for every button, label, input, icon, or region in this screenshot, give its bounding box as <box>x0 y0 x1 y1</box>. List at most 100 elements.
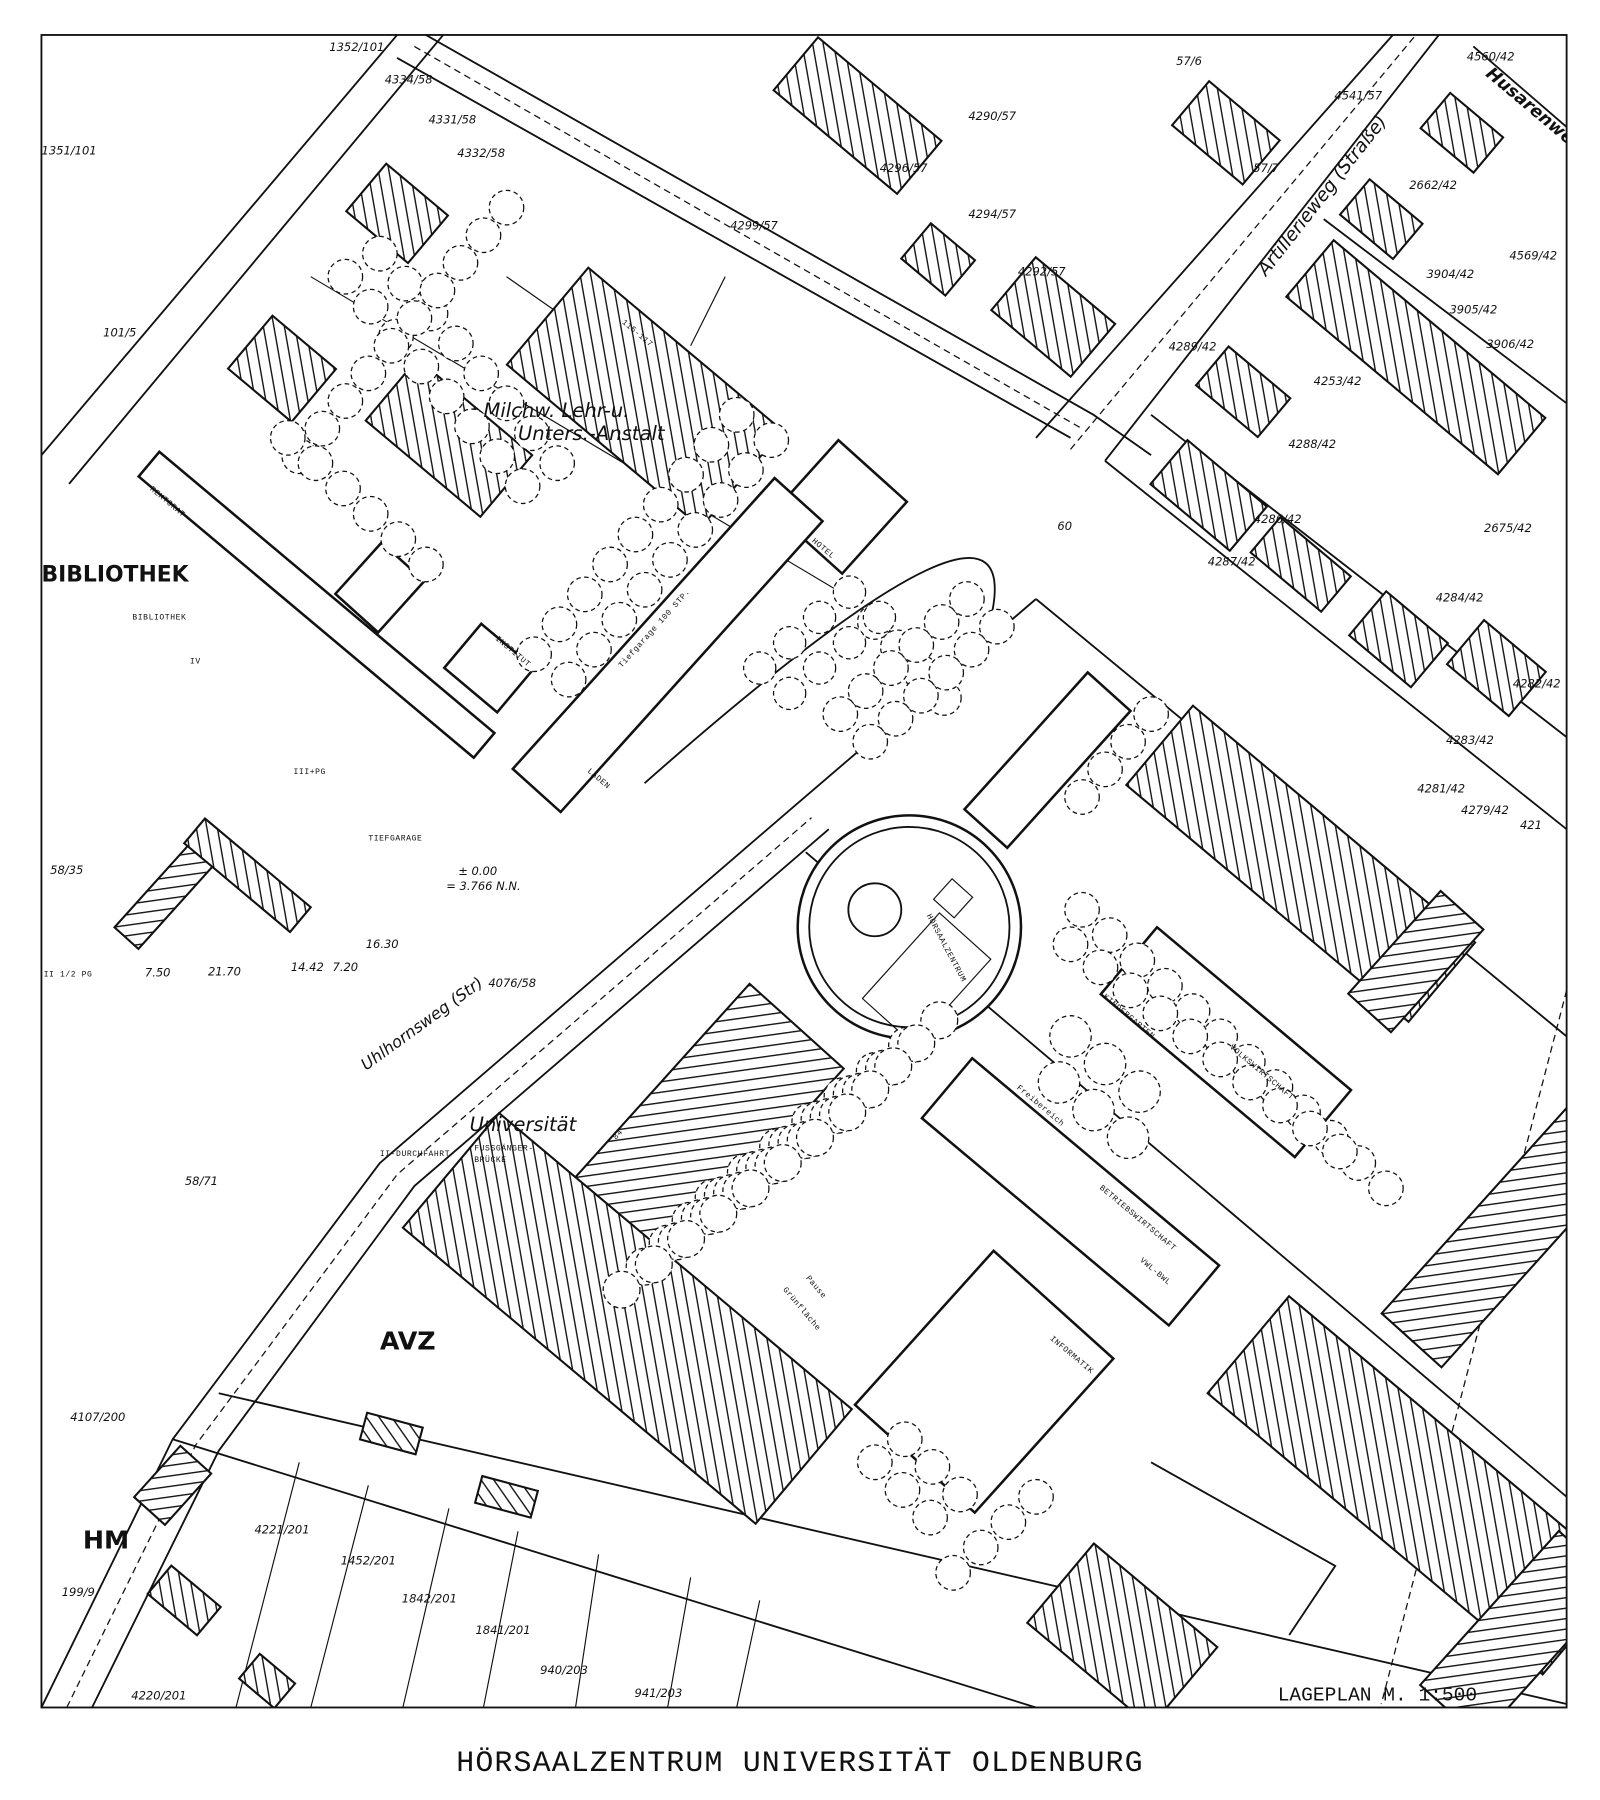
tree <box>727 452 764 488</box>
parcel-number: 4107/200 <box>70 1410 125 1424</box>
label-number-60: 60 <box>1057 519 1072 533</box>
parcel-number: 199/9 <box>62 1585 95 1599</box>
tree <box>541 606 578 643</box>
tree <box>1368 1170 1404 1207</box>
label-bibliothek: BIBLIOTHEK <box>41 563 189 588</box>
tree <box>920 1001 959 1040</box>
tree <box>702 482 739 518</box>
scale-label: LAGEPLAN M. 1:500 <box>1278 1685 1477 1707</box>
tree <box>884 1472 921 1508</box>
tree <box>935 1554 971 1591</box>
tree <box>990 1504 1027 1541</box>
tree <box>753 422 790 459</box>
tree <box>463 355 500 392</box>
parcel-number: 58/71 <box>185 1174 218 1188</box>
parcel-number: 4286/42 <box>1254 512 1302 526</box>
parcel-number: 4331/58 <box>428 113 476 127</box>
parcel-number: 1842/201 <box>402 1592 457 1606</box>
tree <box>928 654 965 691</box>
tree <box>962 1529 999 1566</box>
tree <box>1112 972 1149 1009</box>
tree <box>851 1070 890 1109</box>
street-label-uhlhornsweg: Uhlhornsweg (Str) <box>357 973 486 1074</box>
tree <box>488 189 525 226</box>
parcel-number: 3905/42 <box>1449 303 1497 317</box>
tree <box>428 378 465 415</box>
parcel-number: 4220/201 <box>131 1688 186 1702</box>
tree <box>912 1499 948 1536</box>
parcel-number: 4334/58 <box>385 72 433 86</box>
tree <box>897 1024 936 1063</box>
label-level-000: ± 0.00 <box>458 864 497 878</box>
parcel-number: 4296/57 <box>880 161 928 175</box>
tree <box>1106 1116 1150 1160</box>
tree <box>677 512 714 548</box>
tree <box>1064 891 1100 928</box>
tree <box>437 325 474 362</box>
tree <box>1142 995 1179 1032</box>
parcel-number: 4290/57 <box>968 109 1016 123</box>
parcel-number: 4281/42 <box>1417 781 1465 795</box>
tree <box>1082 949 1119 986</box>
parcel-number: 4282/42 <box>1513 677 1561 691</box>
label-dim-720: 7.20 <box>333 960 359 974</box>
tree <box>742 651 777 685</box>
tree <box>602 1270 641 1309</box>
tree <box>516 636 552 673</box>
label-fussgaenger-2: BRÜCKE <box>474 1156 506 1165</box>
parcel-number: 1452/201 <box>341 1554 396 1568</box>
parcel-labels: 4334/58 4331/58 4332/58 1351/101 1352/10… <box>42 40 1561 1702</box>
tree <box>877 700 914 737</box>
tree <box>856 1444 893 1481</box>
parcel-number: 4287/42 <box>1208 555 1256 569</box>
tree <box>874 1047 913 1086</box>
tree <box>327 383 364 419</box>
existing-buildings <box>113 35 1567 1708</box>
parcel-number: 101/5 <box>103 326 136 340</box>
label-storey-ii-pg: II 1/2 PG <box>44 971 93 980</box>
label-bibliothek-small: BIBLIOTHEK <box>132 614 186 623</box>
parcel-number: 4221/201 <box>254 1523 309 1537</box>
tree <box>352 495 389 532</box>
tree <box>902 677 939 714</box>
tree <box>828 1093 867 1132</box>
tree <box>539 445 576 482</box>
tree <box>1119 942 1156 979</box>
map-title: HÖRSAALZENTRUM UNIVERSITÄT OLDENBURG <box>456 1746 1144 1780</box>
tree <box>847 673 884 709</box>
parcel-number: 1841/201 <box>475 1623 530 1637</box>
tree <box>652 541 688 578</box>
parcel-number: 4299/57 <box>730 218 778 232</box>
tree <box>1321 1133 1358 1170</box>
label-avz: AVZ <box>380 1325 436 1355</box>
parcel-number: 57/7 <box>1253 161 1280 175</box>
tree <box>802 600 837 635</box>
parcel-number: 941/203 <box>635 1686 683 1700</box>
tree <box>1262 1087 1298 1124</box>
tree <box>763 1143 802 1183</box>
tree <box>852 723 889 760</box>
label-pause: Pause <box>803 1274 827 1300</box>
tree <box>832 625 867 660</box>
tree <box>419 272 456 309</box>
parcel-number: 58/35 <box>50 863 83 877</box>
parcel-number: 1351/101 <box>42 144 97 158</box>
label-node-421: 421 <box>1520 818 1542 832</box>
tree <box>731 1169 770 1208</box>
label-dim-1442: 14.42 <box>291 960 324 974</box>
tree <box>617 516 654 553</box>
tree <box>1172 1018 1209 1055</box>
tree <box>978 608 1015 645</box>
parcel-number: 4289/42 <box>1169 339 1217 353</box>
tree <box>1072 1088 1115 1132</box>
parcel-number: 4569/42 <box>1509 248 1557 262</box>
tree <box>566 576 603 613</box>
trees <box>269 189 1404 1591</box>
tree <box>373 327 410 364</box>
tree <box>942 1476 978 1513</box>
label-milchw-2: Unters.-Anstalt <box>518 422 666 445</box>
map-frame <box>40 34 1568 1709</box>
parcel-number: 1352/101 <box>329 40 384 54</box>
label-durchfahrt: II-DURCHFAHRT <box>380 1150 450 1159</box>
tree <box>914 1449 951 1485</box>
